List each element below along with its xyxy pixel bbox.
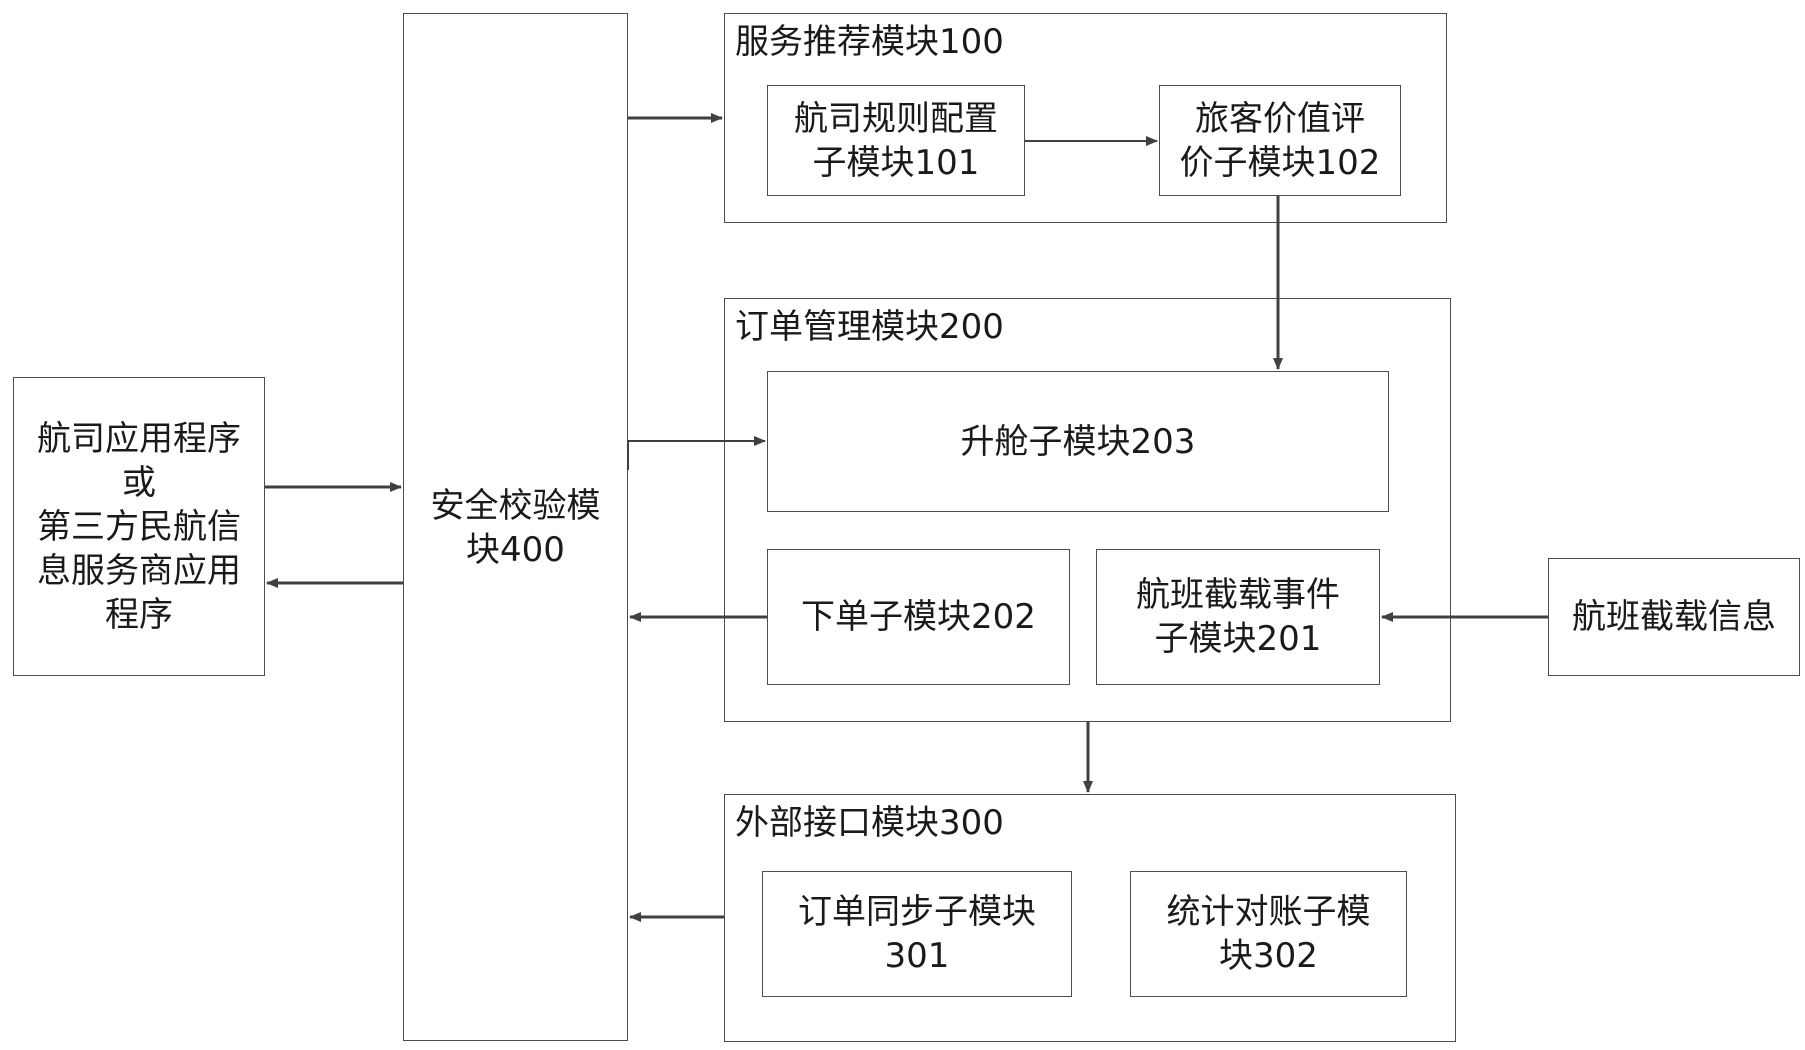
security-line-1: 安全校验模	[430, 486, 601, 526]
app-line-5: 程序	[105, 594, 173, 635]
submodule-101-line-2: 子模块101	[812, 142, 980, 183]
submodule-102: 旅客价值评 价子模块102	[1159, 85, 1401, 196]
external-interface-title: 外部接口模块300	[735, 803, 1004, 843]
submodule-102-line-1: 旅客价值评	[1195, 98, 1365, 139]
app-box: 航司应用程序 或 第三方民航信 息服务商应用 程序	[13, 377, 265, 676]
app-line-1: 航司应用程序	[37, 418, 241, 459]
app-line-4: 息服务商应用	[37, 550, 241, 591]
security-module: 安全校验模 块400	[403, 13, 628, 1041]
security-line-2: 块400	[466, 530, 565, 570]
flight-cutoff-info-box: 航班截载信息	[1548, 558, 1800, 676]
submodule-101: 航司规则配置 子模块101	[767, 85, 1025, 196]
app-line-2: 或	[122, 462, 156, 503]
service-recommend-title: 服务推荐模块100	[735, 22, 1004, 62]
app-line-3: 第三方民航信	[37, 506, 241, 547]
submodule-302-line-2: 块302	[1219, 936, 1318, 976]
submodule-202: 下单子模块202	[767, 549, 1070, 685]
submodule-101-line-1: 航司规则配置	[794, 98, 998, 139]
submodule-201: 航班截载事件 子模块201	[1096, 549, 1380, 685]
submodule-102-line-2: 价子模块102	[1179, 142, 1381, 183]
submodule-203-label: 升舱子模块203	[960, 421, 1196, 462]
submodule-203: 升舱子模块203	[767, 371, 1389, 512]
submodule-302-line-1: 统计对账子模	[1166, 892, 1371, 932]
security-module-text: 安全校验模 块400	[404, 484, 627, 572]
submodule-301-line-2: 301	[884, 936, 950, 976]
submodule-202-label: 下单子模块202	[801, 597, 1036, 637]
submodule-201-line-1: 航班截载事件	[1136, 575, 1340, 615]
submodule-301: 订单同步子模块 301	[762, 871, 1072, 997]
submodule-201-line-2: 子模块201	[1154, 619, 1322, 659]
flight-cutoff-info-label: 航班截载信息	[1572, 597, 1776, 637]
order-management-title: 订单管理模块200	[735, 307, 1004, 347]
submodule-301-line-1: 订单同步子模块	[798, 892, 1036, 932]
app-box-text: 航司应用程序 或 第三方民航信 息服务商应用 程序	[37, 417, 241, 637]
submodule-302: 统计对账子模 块302	[1130, 871, 1407, 997]
